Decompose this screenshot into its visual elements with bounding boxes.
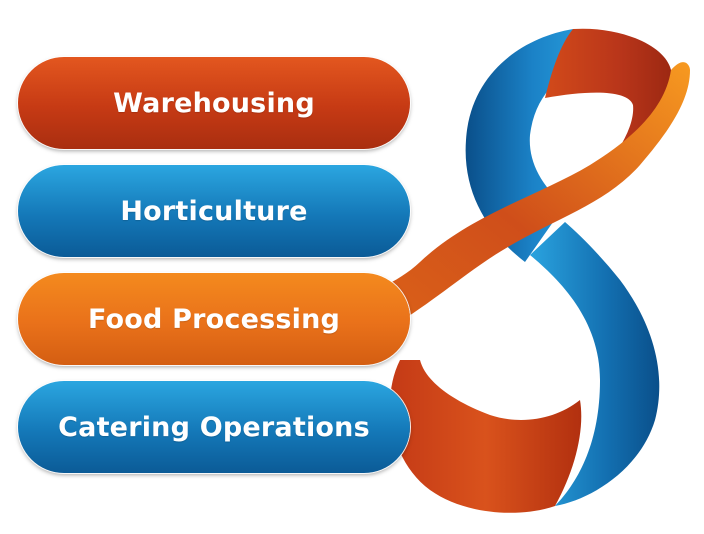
food-processing-label: Food Processing xyxy=(18,273,410,365)
catering-operations-label: Catering Operations xyxy=(18,381,410,473)
ribbon-blue-lower xyxy=(530,222,660,506)
horticulture-label: Horticulture xyxy=(18,165,410,257)
ribbon-red-lower xyxy=(390,360,582,513)
ribbon-blue-upper xyxy=(465,29,600,262)
ribbon-orange-band xyxy=(312,62,690,361)
warehousing-label: Warehousing xyxy=(18,57,410,149)
